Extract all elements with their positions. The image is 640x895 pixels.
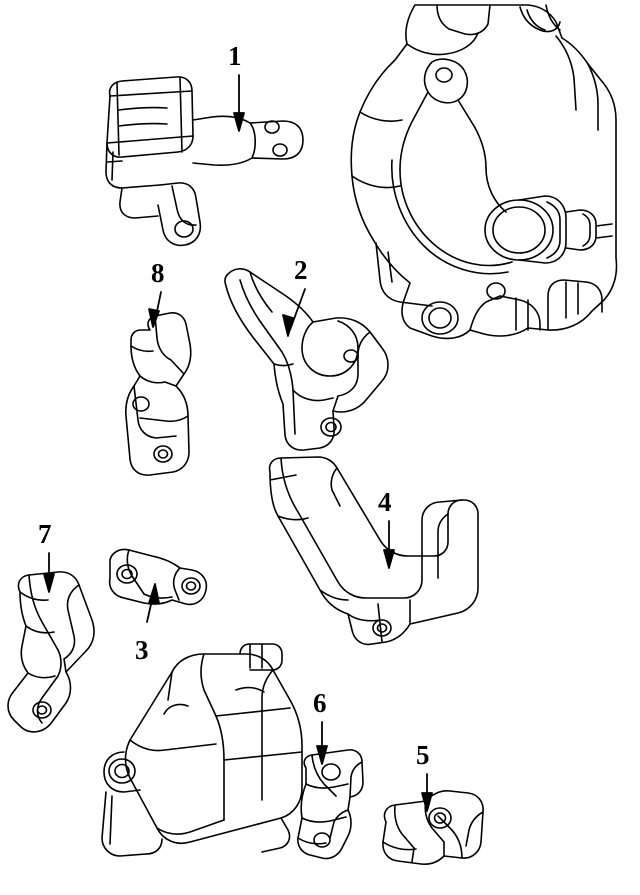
arrow-5: [421, 773, 433, 812]
callout-label-6: 6: [313, 688, 327, 718]
rear-mount-bracket: [382, 790, 484, 865]
callout-label-8: 8: [151, 258, 165, 288]
callout-label-3: 3: [135, 635, 149, 665]
arrow-8: [148, 291, 162, 328]
callout-arrows: [43, 74, 433, 812]
rear-engine-mount-bracket: [125, 312, 192, 476]
callout-label-7: 7: [38, 519, 52, 549]
arrow-1: [233, 74, 245, 132]
arrow-4: [383, 520, 395, 569]
arrow-2: [282, 288, 306, 337]
transmission-crossmember-bracket: [268, 456, 479, 646]
engine-block-assembly: [350, 4, 618, 340]
callout-label-2: 2: [294, 255, 308, 285]
transmission-housing-assembly: [101, 643, 303, 857]
callout-label-5: 5: [416, 740, 430, 770]
arrow-6: [316, 721, 328, 765]
arrow-7: [43, 552, 55, 593]
lower-mount-insulator: [297, 749, 364, 860]
left-side-mount-bracket: [7, 571, 95, 733]
front-engine-mount-bracket: [224, 268, 389, 451]
callout-label-1: 1: [228, 41, 242, 71]
arrow-3: [146, 583, 160, 623]
upper-engine-mount-insulator: [105, 76, 304, 247]
callout-label-4: 4: [378, 487, 392, 517]
